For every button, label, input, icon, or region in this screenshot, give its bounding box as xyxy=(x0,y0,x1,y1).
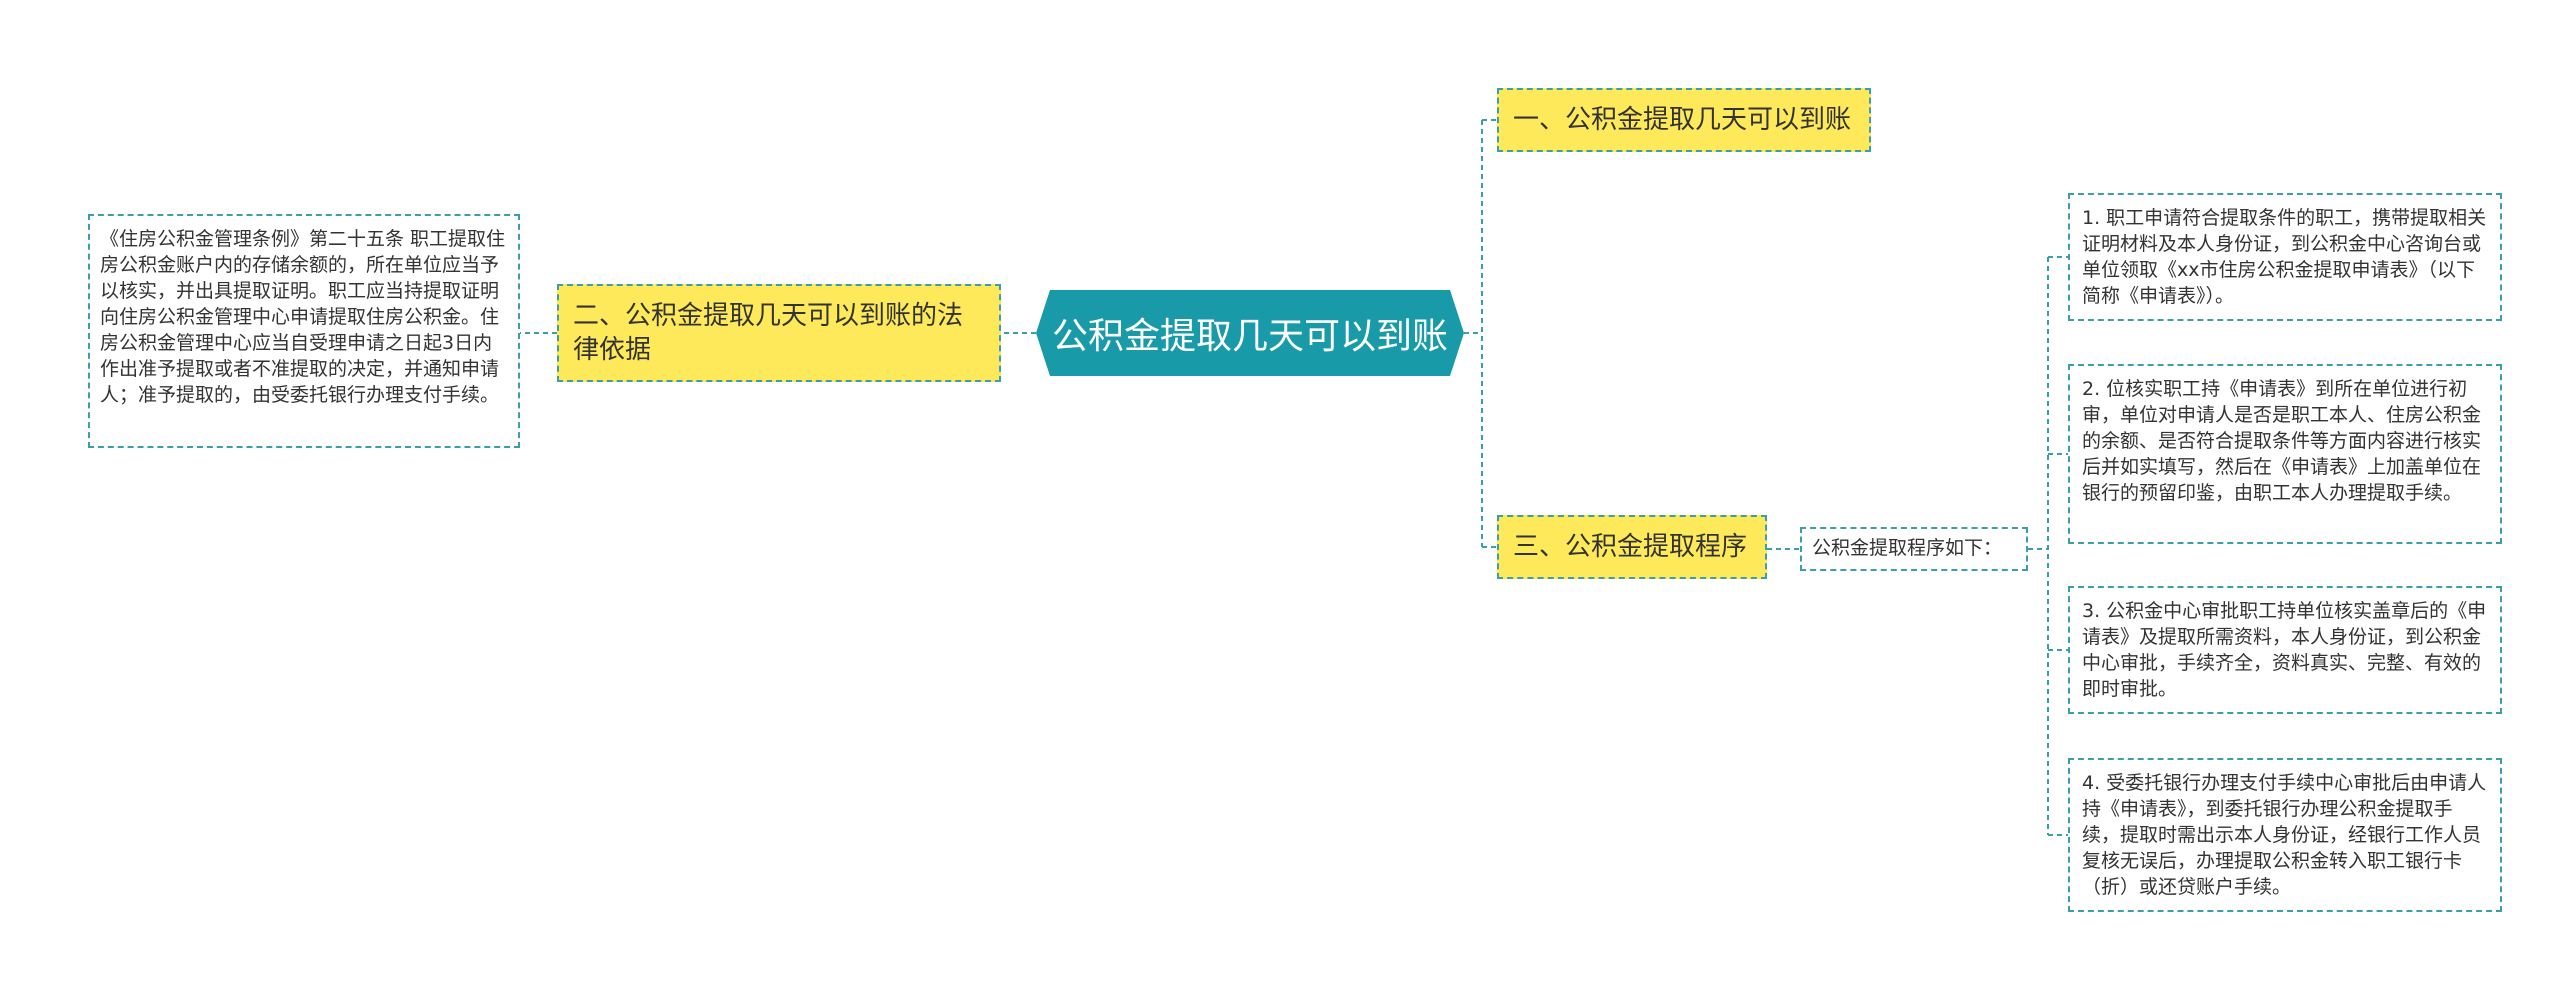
step-text: 4. 受委托银行办理支付手续中心审批后由申请人持《申请表》，到委托银行办理公积金… xyxy=(2082,772,2487,898)
branch-label: 三、公积金提取程序 xyxy=(1513,532,1748,562)
procedure-step-1[interactable]: 1. 职工申请符合提取条件的职工，携带提取相关证明材料及本人身份证，到公积金中心… xyxy=(2068,193,2502,321)
procedure-intro[interactable]: 公积金提取程序如下： xyxy=(1800,527,2028,571)
branch-days-to-account[interactable]: 一、公积金提取几天可以到账 xyxy=(1497,88,1871,152)
procedure-step-4[interactable]: 4. 受委托银行办理支付手续中心审批后由申请人持《申请表》，到委托银行办理公积金… xyxy=(2068,758,2502,912)
branch-label: 一、公积金提取几天可以到账 xyxy=(1513,105,1852,135)
root-topic[interactable]: 公积金提取几天可以到账 xyxy=(1036,290,1464,376)
branch-withdrawal-procedure[interactable]: 三、公积金提取程序 xyxy=(1497,515,1767,579)
procedure-step-3[interactable]: 3. 公积金中心审批职工持单位核实盖章后的《申请表》及提取所需资料，本人身份证，… xyxy=(2068,586,2502,714)
step-text: 3. 公积金中心审批职工持单位核实盖章后的《申请表》及提取所需资料，本人身份证，… xyxy=(2082,600,2487,700)
branch-label: 二、公积金提取几天可以到账的法律依据 xyxy=(573,301,964,365)
branch-legal-basis[interactable]: 二、公积金提取几天可以到账的法律依据 xyxy=(557,284,1001,382)
legal-basis-detail[interactable]: 《住房公积金管理条例》第二十五条 职工提取住房公积金账户内的存储余额的，所在单位… xyxy=(88,214,520,448)
step-text: 1. 职工申请符合提取条件的职工，携带提取相关证明材料及本人身份证，到公积金中心… xyxy=(2082,207,2487,307)
step-text: 2. 位核实职工持《申请表》到所在单位进行初审，单位对申请人是否是职工本人、住房… xyxy=(2082,378,2482,504)
intro-text: 公积金提取程序如下： xyxy=(1812,537,2003,559)
procedure-step-2[interactable]: 2. 位核实职工持《申请表》到所在单位进行初审，单位对申请人是否是职工本人、住房… xyxy=(2068,364,2502,544)
detail-text: 《住房公积金管理条例》第二十五条 职工提取住房公积金账户内的存储余额的，所在单位… xyxy=(100,228,506,406)
